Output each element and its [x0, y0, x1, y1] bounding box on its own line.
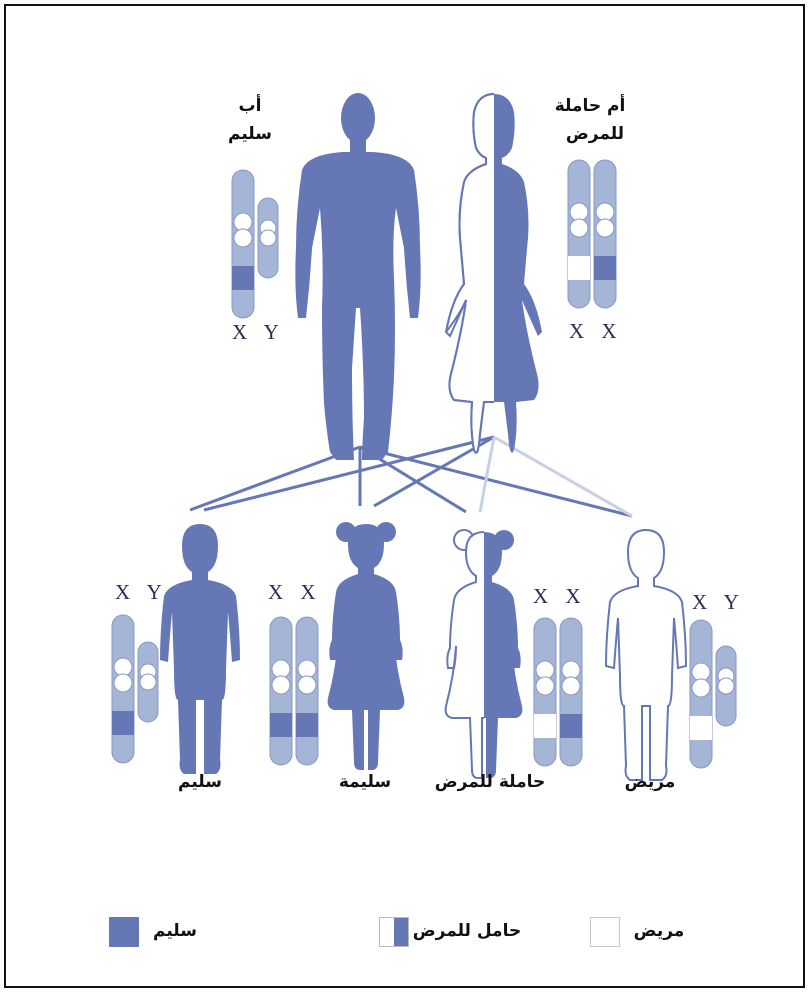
son-healthy-x-chromosome [112, 615, 134, 763]
mother-figure [446, 94, 542, 453]
legend-carrier-swatch [379, 917, 409, 947]
son-affected-y-chromosome [716, 646, 736, 726]
mother-chromosome-letters: X X [569, 319, 623, 344]
inheritance-lines [190, 437, 632, 516]
daughter-carrier-x1-chromosome [534, 618, 556, 766]
child-daughter-carrier-figure [446, 530, 523, 778]
daughter-healthy-chromosome-letters: X X [268, 580, 322, 605]
child-daughter-healthy-figure [328, 522, 405, 770]
daughter-healthy-x2-chromosome [296, 617, 318, 765]
daughter-healthy-label: سليمة [320, 772, 410, 792]
child-son-affected-figure [606, 530, 686, 780]
father-label-line2: سليم [215, 124, 285, 144]
mother-to-child-4-line [494, 437, 632, 516]
daughter-carrier-label: حاملة للمرض [425, 772, 555, 792]
son-healthy-y-chromosome [138, 642, 158, 722]
son-affected-x-chromosome [690, 620, 712, 768]
mother-x-chromosome-healthy [594, 160, 616, 308]
daughter-carrier-x2-chromosome [560, 618, 582, 766]
daughter-carrier-chromosome-letters: X X [533, 584, 587, 609]
father-to-child-4-line [360, 447, 632, 516]
legend-healthy-swatch [109, 917, 139, 947]
child-son-healthy-figure [160, 524, 240, 774]
father-figure [295, 93, 420, 460]
mother-x-chromosome-affected [568, 160, 590, 308]
son-healthy-label: سليم [160, 772, 240, 792]
daughter-healthy-x1-chromosome [270, 617, 292, 765]
mother-label-line2: للمرض [550, 124, 640, 144]
father-x-chromosome [232, 170, 254, 318]
son-affected-label: مريض [610, 772, 690, 792]
son-healthy-chromosome-letters: X Y [115, 580, 168, 605]
mother-label-line1: أم حاملة [540, 96, 640, 116]
father-chromosome-letters: X Y [232, 320, 285, 345]
legend-affected-label: مريض [624, 921, 694, 941]
father-label-line1: أب [225, 96, 275, 116]
mother-to-child-3-line [480, 437, 494, 512]
legend-healthy-label: سليم [145, 921, 205, 941]
son-affected-chromosome-letters: X Y [692, 590, 745, 615]
legend-carrier-label: حامل للمرض [412, 921, 522, 941]
father-y-chromosome [258, 198, 278, 278]
legend-affected-swatch [590, 917, 620, 947]
